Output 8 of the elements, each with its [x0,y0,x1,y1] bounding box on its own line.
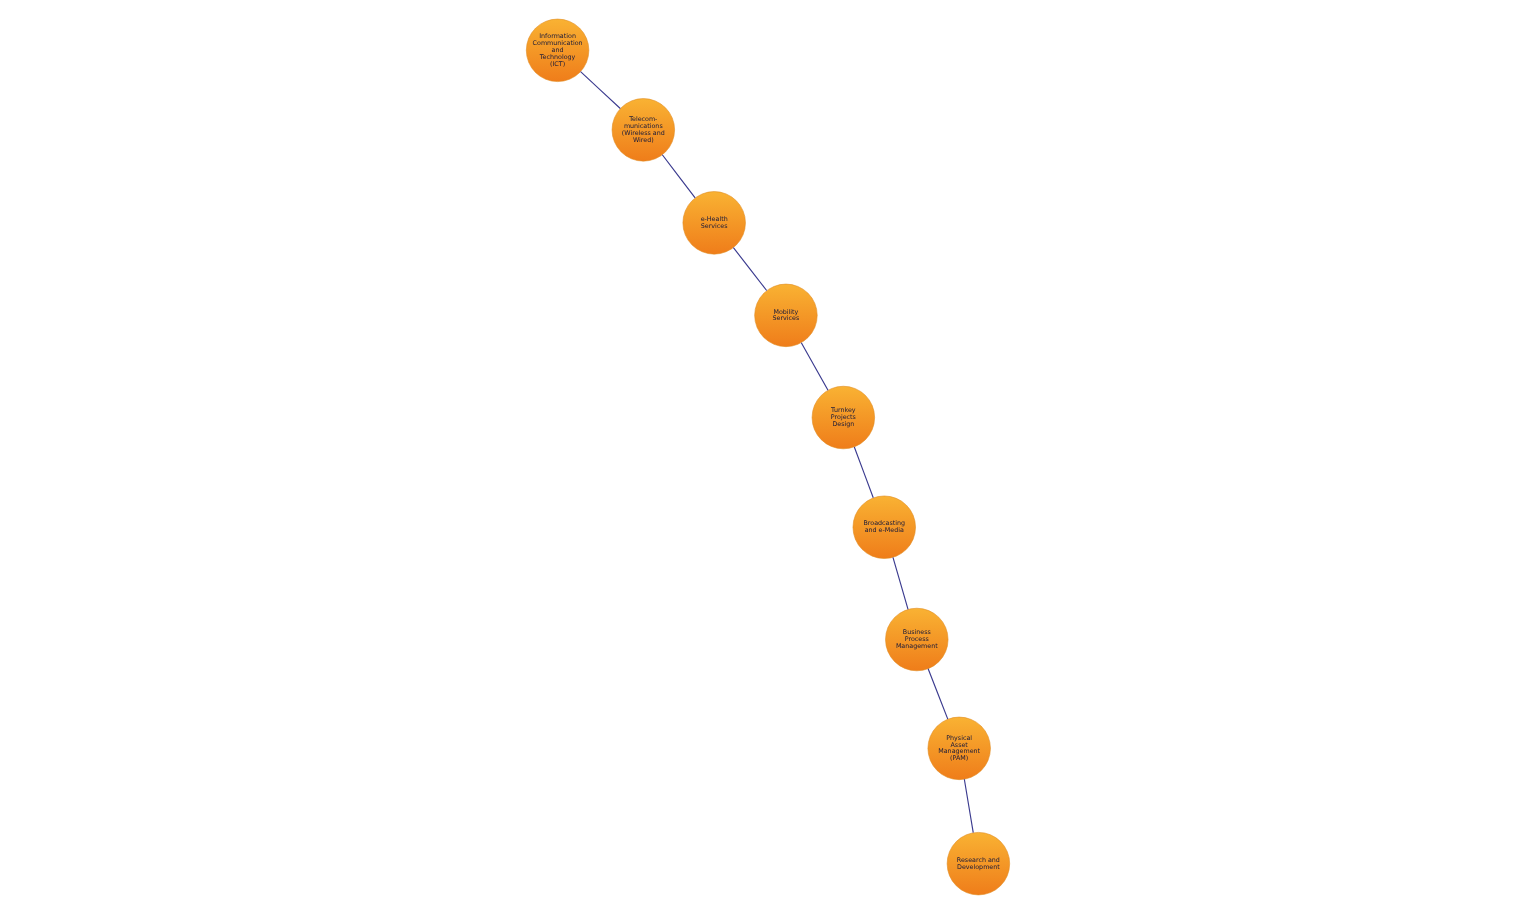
connector [927,668,949,720]
connector [661,154,696,199]
connector [732,247,768,292]
connector [580,71,621,110]
connector [800,342,829,391]
connector [853,446,874,499]
connector [892,556,909,610]
connector [963,778,974,834]
